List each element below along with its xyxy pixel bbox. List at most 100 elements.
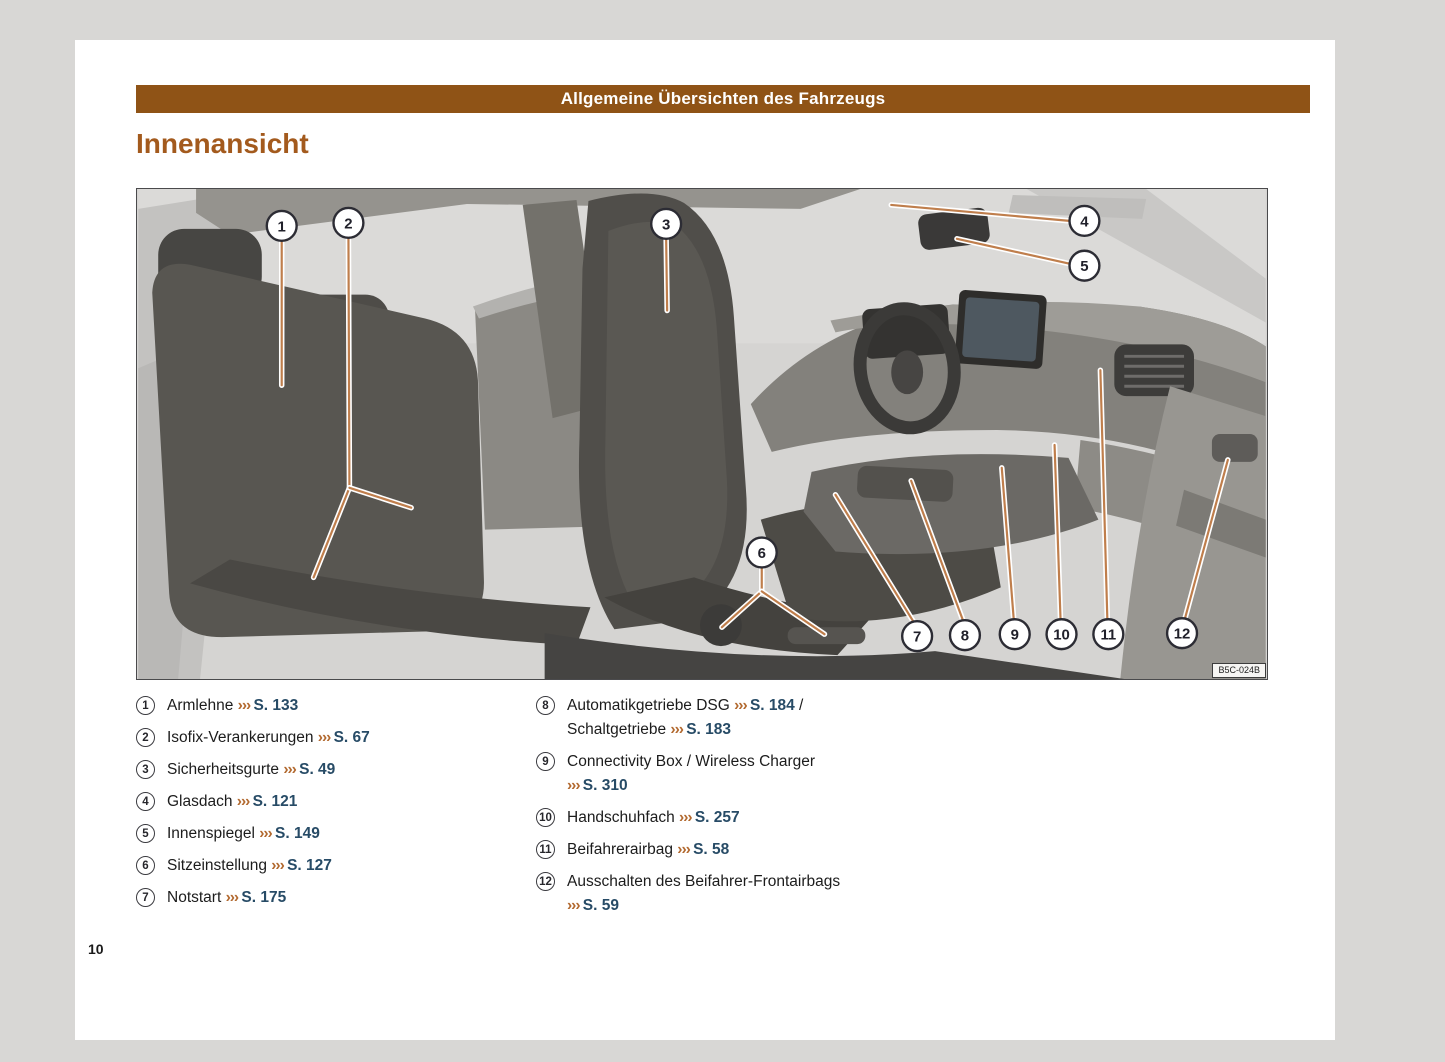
callout-circle — [1045, 618, 1078, 651]
callout-number: 12 — [1174, 626, 1191, 643]
callout-circle — [332, 206, 365, 239]
reference-arrow-icon: ››› — [567, 777, 583, 794]
legend-item-line: Handschuhfach ››› S. 257 — [567, 806, 740, 830]
callout-marker-2: 2 — [332, 206, 365, 239]
callout-number: 1 — [278, 218, 286, 235]
page-reference-link[interactable]: S. 175 — [241, 889, 287, 906]
legend-item-line: Ausschalten des Beifahrer-Frontairbags — [567, 870, 840, 894]
callout-circle — [745, 536, 778, 569]
page-reference-link[interactable]: S. 257 — [694, 809, 740, 826]
callout-circle — [998, 618, 1031, 651]
legend-label: Armlehne — [167, 697, 238, 714]
chapter-header-title: Allgemeine Übersichten des Fahrzeugs — [560, 89, 886, 108]
callout-circle — [1068, 204, 1101, 238]
legend-item-number: 6 — [136, 856, 155, 875]
legend-label: Glasdach — [167, 793, 237, 810]
door-armrest — [1176, 489, 1266, 558]
legend-item-line: ››› S. 310 — [567, 774, 815, 798]
page-reference-link[interactable]: S. 133 — [253, 697, 299, 714]
page-reference-link[interactable]: S. 58 — [693, 841, 730, 858]
legend-item-line: Automatikgetriebe DSG ››› S. 184 / — [567, 694, 803, 718]
legend-label: Sitzeinstellung — [167, 857, 272, 874]
callout-circle — [948, 619, 982, 652]
legend-label: Beifahrerairbag — [567, 841, 678, 858]
legend-item-line: Beifahrerairbag ››› S. 58 — [567, 838, 729, 862]
door-handle — [1211, 434, 1258, 462]
callout-circle — [900, 620, 934, 653]
callout-number: 6 — [758, 545, 766, 562]
infotainment-screen — [954, 290, 1047, 369]
callout-marker-9: 9 — [998, 618, 1031, 651]
callout-leader-line — [312, 486, 351, 579]
callout-marker-11: 11 — [1092, 618, 1125, 651]
callout-number: 3 — [662, 216, 670, 233]
legend-item-number: 2 — [136, 728, 155, 747]
page-reference-link[interactable]: S. 149 — [275, 825, 320, 842]
page-reference-link[interactable]: S. 67 — [333, 729, 370, 746]
reference-arrow-icon: ››› — [259, 825, 276, 842]
legend-item-number: 8 — [536, 696, 555, 715]
callout-number: 7 — [913, 629, 921, 646]
legend-label: / — [794, 697, 804, 714]
callout-marker-6: 6 — [745, 536, 778, 569]
reference-arrow-icon: ››› — [567, 897, 583, 914]
legend-item-number: 10 — [536, 808, 555, 827]
callout-leader-line — [890, 203, 1071, 222]
callout-leader-line — [910, 479, 965, 622]
callout-marker-7: 7 — [900, 620, 934, 653]
callout-marker-1: 1 — [265, 209, 298, 242]
legend-item: 6 Sitzeinstellung ››› S. 127 — [136, 854, 531, 878]
reference-arrow-icon: ››› — [225, 889, 242, 906]
callout-marker-10: 10 — [1045, 618, 1078, 651]
callout-leader-line — [955, 237, 1071, 265]
reference-arrow-icon: ››› — [670, 721, 687, 738]
callout-marker-4: 4 — [1068, 204, 1101, 238]
callout-leader-line — [760, 590, 826, 636]
page-reference-link[interactable]: S. 184 — [749, 697, 795, 714]
page-reference-link[interactable]: S. 59 — [582, 897, 619, 914]
page-reference-link[interactable]: S. 127 — [287, 857, 332, 874]
legend-item-line: Sitzeinstellung ››› S. 127 — [167, 854, 332, 878]
callout-number: 11 — [1100, 627, 1116, 644]
chapter-header-bar: Allgemeine Übersichten des Fahrzeugs — [136, 85, 1310, 113]
legend-item-number: 7 — [136, 888, 155, 907]
legend-item: 10 Handschuhfach ››› S. 257 — [536, 806, 931, 830]
legend-label: Automatikgetriebe DSG — [567, 697, 735, 714]
legend-item-number: 3 — [136, 760, 155, 779]
legend-label: Notstart — [167, 889, 226, 906]
callout-number: 2 — [344, 215, 352, 232]
reference-arrow-icon: ››› — [679, 809, 695, 826]
reference-arrow-icon: ››› — [734, 697, 750, 714]
callout-number: 9 — [1011, 627, 1019, 644]
callout-circle — [1068, 249, 1101, 282]
reference-arrow-icon: ››› — [283, 761, 300, 778]
callout-leader-line — [348, 486, 413, 509]
legend-item-number: 9 — [536, 752, 555, 771]
legend-item-line: Schaltgetriebe ››› S. 183 — [567, 718, 803, 742]
floor-carpet — [544, 633, 1125, 679]
legend-item-line: ››› S. 59 — [567, 894, 840, 918]
callout-leader-line — [720, 590, 763, 629]
reference-arrow-icon: ››› — [317, 729, 334, 746]
page-reference-link[interactable]: S. 49 — [299, 761, 336, 778]
callout-number: 5 — [1080, 258, 1088, 275]
legend-item: 3 Sicherheitsgurte ››› S. 49 — [136, 758, 531, 782]
callout-circle — [650, 207, 683, 240]
steering-wheel — [853, 302, 961, 435]
legend-item-number: 4 — [136, 792, 155, 811]
legend-label: Handschuhfach — [567, 809, 680, 826]
page-reference-link[interactable]: S. 310 — [582, 777, 628, 794]
page-reference-link[interactable]: S. 121 — [252, 793, 298, 810]
page-reference-link[interactable]: S. 183 — [686, 721, 732, 738]
legend-item-line: Notstart ››› S. 175 — [167, 886, 286, 910]
callout-number: 8 — [961, 628, 969, 645]
legend-item-line: Connectivity Box / Wireless Charger — [567, 750, 815, 774]
legend-label: Sicherheitsgurte — [167, 761, 284, 778]
callout-leader-line — [1183, 458, 1229, 620]
